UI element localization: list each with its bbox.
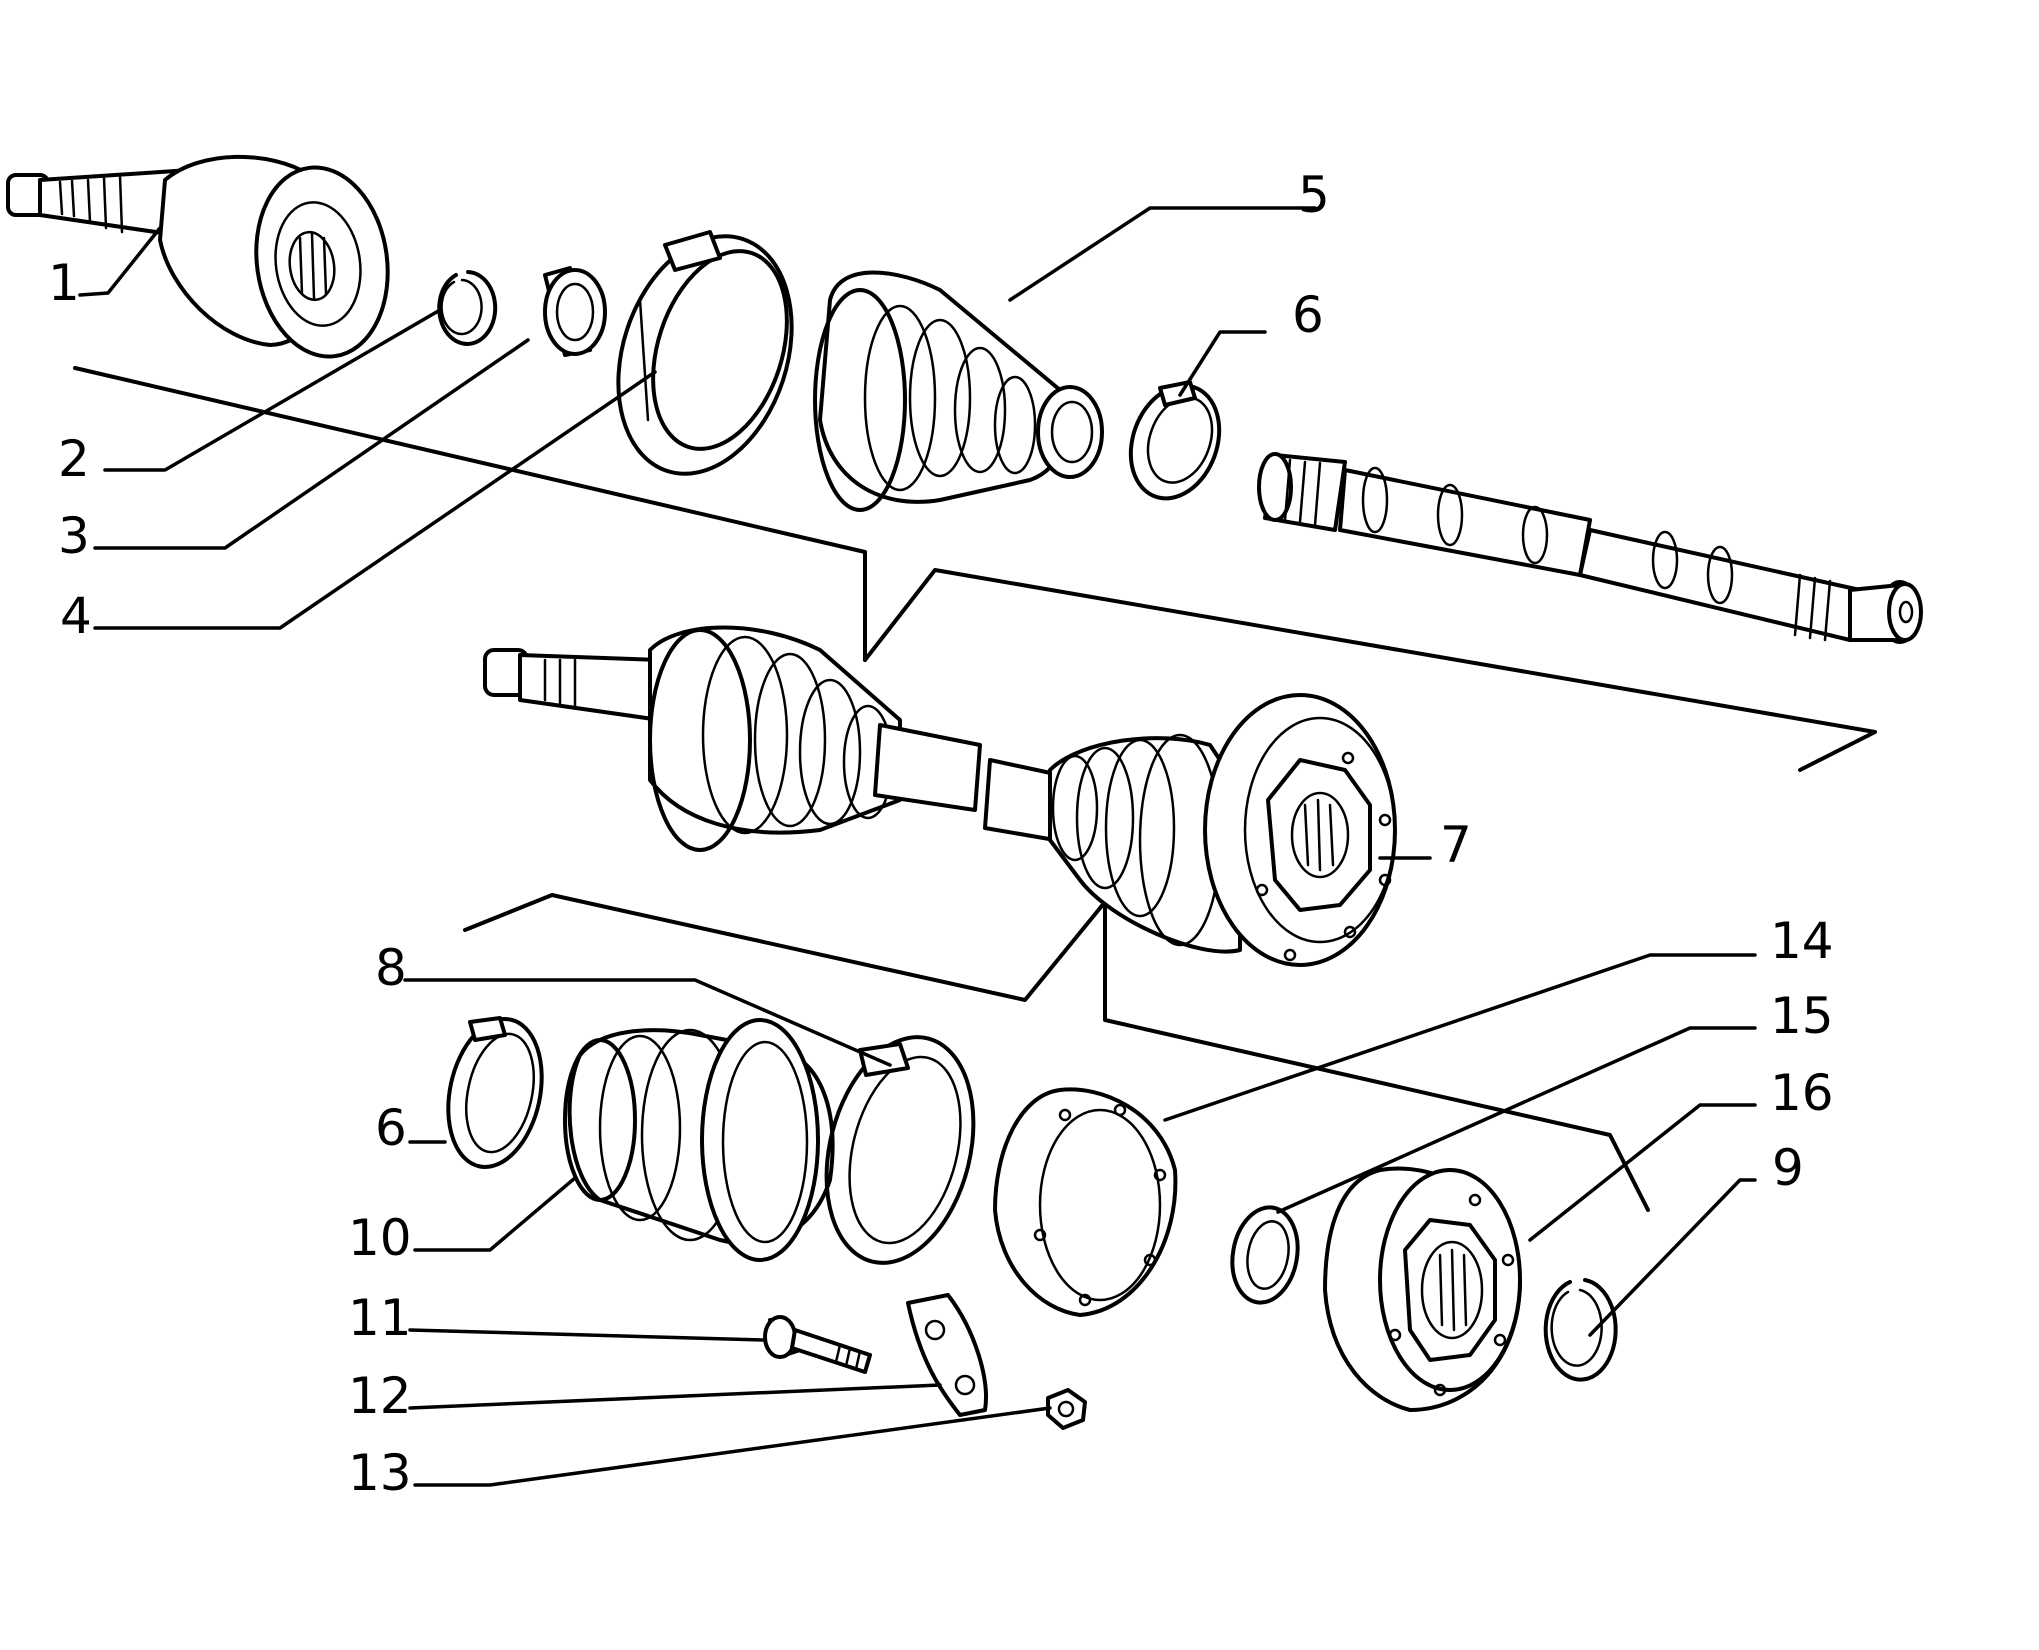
part-10-boot <box>563 1018 835 1262</box>
part-6-small-clamp-top <box>1128 380 1222 501</box>
part-5-boot <box>813 270 1104 512</box>
callout-5: 5 <box>1298 166 1330 224</box>
callout-15: 15 <box>1770 987 1834 1045</box>
callout-3: 3 <box>58 507 90 565</box>
intermediate-shaft <box>1257 452 1923 644</box>
callout-6-bottom: 6 <box>375 1099 407 1157</box>
callout-2: 2 <box>58 430 90 488</box>
part-13-nut <box>1046 1388 1087 1430</box>
part-9-circlip <box>1543 1278 1618 1382</box>
part-14-flange <box>993 1087 1178 1317</box>
part-12-locking-plate <box>906 1293 988 1417</box>
leader-lines <box>78 206 1757 1487</box>
callout-1: 1 <box>48 254 80 312</box>
callout-13: 13 <box>348 1444 412 1502</box>
part-3-ring <box>543 266 607 357</box>
part-1-outer-cv-joint <box>6 154 390 359</box>
callout-9: 9 <box>1772 1139 1804 1197</box>
callout-6-top: 6 <box>1292 286 1324 344</box>
part-2-circlip <box>437 270 498 346</box>
callout-16: 16 <box>1770 1064 1834 1122</box>
part-6-small-clamp-bottom <box>446 1016 544 1169</box>
callout-11: 11 <box>348 1289 412 1347</box>
part-8-band-clamp <box>824 1035 976 1265</box>
callout-14: 14 <box>1770 912 1834 970</box>
callout-12: 12 <box>348 1367 412 1425</box>
callout-10: 10 <box>348 1209 412 1267</box>
callout-4: 4 <box>60 587 92 645</box>
main-driveshaft-assembly <box>483 625 1397 967</box>
part-11-bolt <box>763 1315 872 1374</box>
part-15-washer <box>1230 1205 1300 1305</box>
part-16-inner-joint <box>1323 1166 1522 1412</box>
assembly-guide-lines <box>73 366 1877 1212</box>
callout-numbers: 1 2 3 4 5 6 7 8 6 10 11 12 13 14 15 16 9 <box>48 166 1834 1502</box>
part-4-band-clamp <box>616 230 794 476</box>
callout-7: 7 <box>1440 816 1472 874</box>
callout-8: 8 <box>375 939 407 997</box>
